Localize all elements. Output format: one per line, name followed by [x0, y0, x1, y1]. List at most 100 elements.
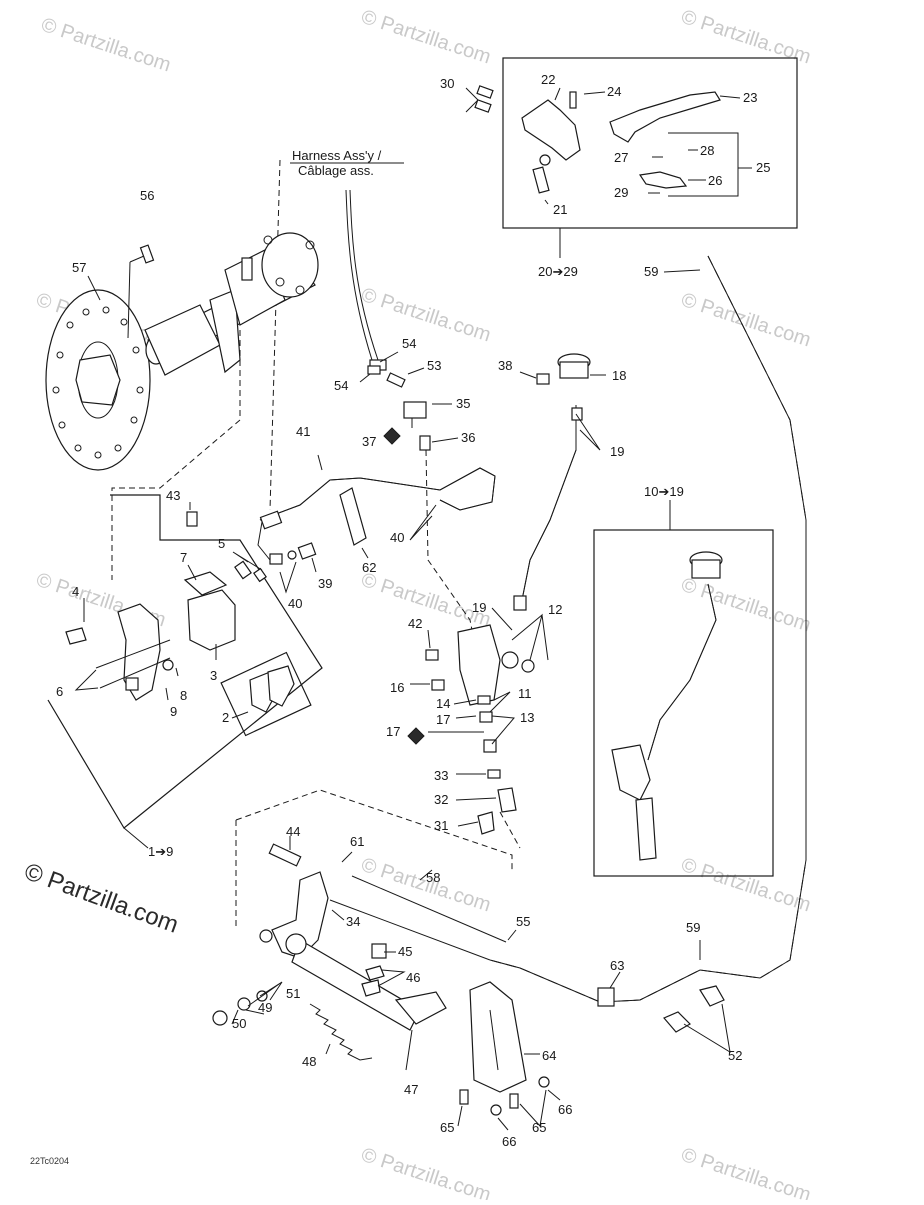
callout-31: 31	[434, 818, 448, 833]
callout-17: 17	[436, 712, 450, 727]
group-box-20-29	[502, 57, 798, 229]
callout-16: 16	[390, 680, 404, 695]
brake-pedal-group	[212, 789, 517, 1071]
group-box-1-9	[47, 494, 323, 829]
cable-clamp	[597, 987, 615, 1007]
callout-66: 66	[502, 1134, 516, 1149]
clamp-part	[521, 99, 581, 161]
callout-49: 49	[258, 1000, 272, 1015]
master-cylinder	[407, 353, 606, 849]
callout-23: 23	[743, 90, 757, 105]
callout-34: 34	[346, 914, 360, 929]
callout-56: 56	[140, 188, 154, 203]
callout-35: 35	[456, 396, 470, 411]
pedal-bracket	[457, 971, 731, 1131]
callout-32: 32	[434, 792, 448, 807]
drop-icon	[407, 727, 425, 745]
callout-43: 43	[166, 488, 180, 503]
callout-18: 18	[612, 368, 626, 383]
callout-24: 24	[607, 84, 621, 99]
watermark: © Partzilla.com	[358, 284, 493, 347]
drop-icon	[383, 427, 401, 445]
watermarks: © Partzilla.com © Partzilla.com © Partzi…	[33, 6, 813, 1205]
master-cylinder-assembly-box: 10➔19	[593, 484, 774, 877]
callout-63: 63	[610, 958, 624, 973]
callout-21: 21	[553, 202, 567, 217]
callout-47: 47	[404, 1082, 418, 1097]
callout-30: 30	[440, 76, 454, 91]
callout-54: 54	[402, 336, 416, 351]
bracket-part	[638, 171, 688, 189]
callout-27: 27	[614, 150, 628, 165]
watermark: © Partzilla.com	[678, 289, 813, 352]
brake-line	[257, 454, 496, 594]
callout-65: 65	[440, 1120, 454, 1135]
callout-66: 66	[558, 1102, 572, 1117]
callout-19: 19	[472, 600, 486, 615]
hose-clip	[339, 487, 369, 559]
callout-52: 52	[728, 1048, 742, 1063]
callout-54: 54	[334, 378, 348, 393]
callout-36: 36	[461, 430, 475, 445]
callout-48: 48	[302, 1054, 316, 1069]
watermark: © Partzilla.com	[38, 14, 173, 77]
callout-28: 28	[700, 143, 714, 158]
callout-4: 4	[72, 584, 79, 599]
watermark: © Partzilla.com	[358, 1144, 493, 1200]
hub-and-disc	[45, 232, 319, 580]
lever-part	[609, 91, 721, 143]
callout-6: 6	[56, 684, 63, 699]
callout-41: 41	[296, 424, 310, 439]
callout-44: 44	[286, 824, 300, 839]
callout-53: 53	[427, 358, 441, 373]
group-box-10-19	[593, 529, 774, 877]
callout-29: 29	[614, 185, 628, 200]
callout-57: 57	[72, 260, 86, 275]
callout-37: 37	[362, 434, 376, 449]
callout-61: 61	[350, 834, 364, 849]
callout-5: 5	[218, 536, 225, 551]
group-label-10-19: 10➔19	[644, 484, 684, 499]
callout-55: 55	[516, 914, 530, 929]
bolt-part	[532, 166, 550, 194]
watermark: © Partzilla.com	[678, 854, 813, 917]
callout-38: 38	[498, 358, 512, 373]
switch-part	[403, 401, 427, 419]
callout-50: 50	[232, 1016, 246, 1031]
brake-switch	[359, 351, 481, 671]
callout-58: 58	[426, 870, 440, 885]
callout-46: 46	[406, 970, 420, 985]
callout-22: 22	[541, 72, 555, 87]
callout-40: 40	[390, 530, 404, 545]
callout-62: 62	[362, 560, 376, 575]
foot-peg	[394, 991, 447, 1025]
callout-2: 2	[222, 710, 229, 725]
callout-8: 8	[180, 688, 187, 703]
bracket-64	[469, 981, 527, 1093]
watermark: © Partzilla.com	[358, 6, 493, 69]
callout-9: 9	[170, 704, 177, 719]
callout-45: 45	[398, 944, 412, 959]
group-label-1-9: 1➔9	[148, 844, 173, 859]
callout-12: 12	[548, 602, 562, 617]
callout-19: 19	[610, 444, 624, 459]
callout-33: 33	[434, 768, 448, 783]
callout-40: 40	[288, 596, 302, 611]
callout-7: 7	[180, 550, 187, 565]
diagram-code: 22Tc0204	[30, 1156, 70, 1166]
group-label-20-29: 20➔29	[538, 264, 578, 279]
callout-13: 13	[520, 710, 534, 725]
watermark: © Partzilla.com	[678, 574, 813, 637]
harness-label-line1: Harness Ass'y /	[292, 148, 382, 163]
harness: Harness Ass'y / Câblage ass.	[269, 148, 404, 511]
callout-25: 25	[756, 160, 770, 175]
callout-17: 17	[386, 724, 400, 739]
caliper-body	[187, 589, 236, 651]
watermark: © Partzilla.com	[678, 1144, 813, 1200]
master-cylinder-body	[457, 624, 501, 706]
callout-59: 59	[686, 920, 700, 935]
watermark: © Partzilla.com	[358, 854, 493, 917]
harness-label-line2: Câblage ass.	[298, 163, 374, 178]
